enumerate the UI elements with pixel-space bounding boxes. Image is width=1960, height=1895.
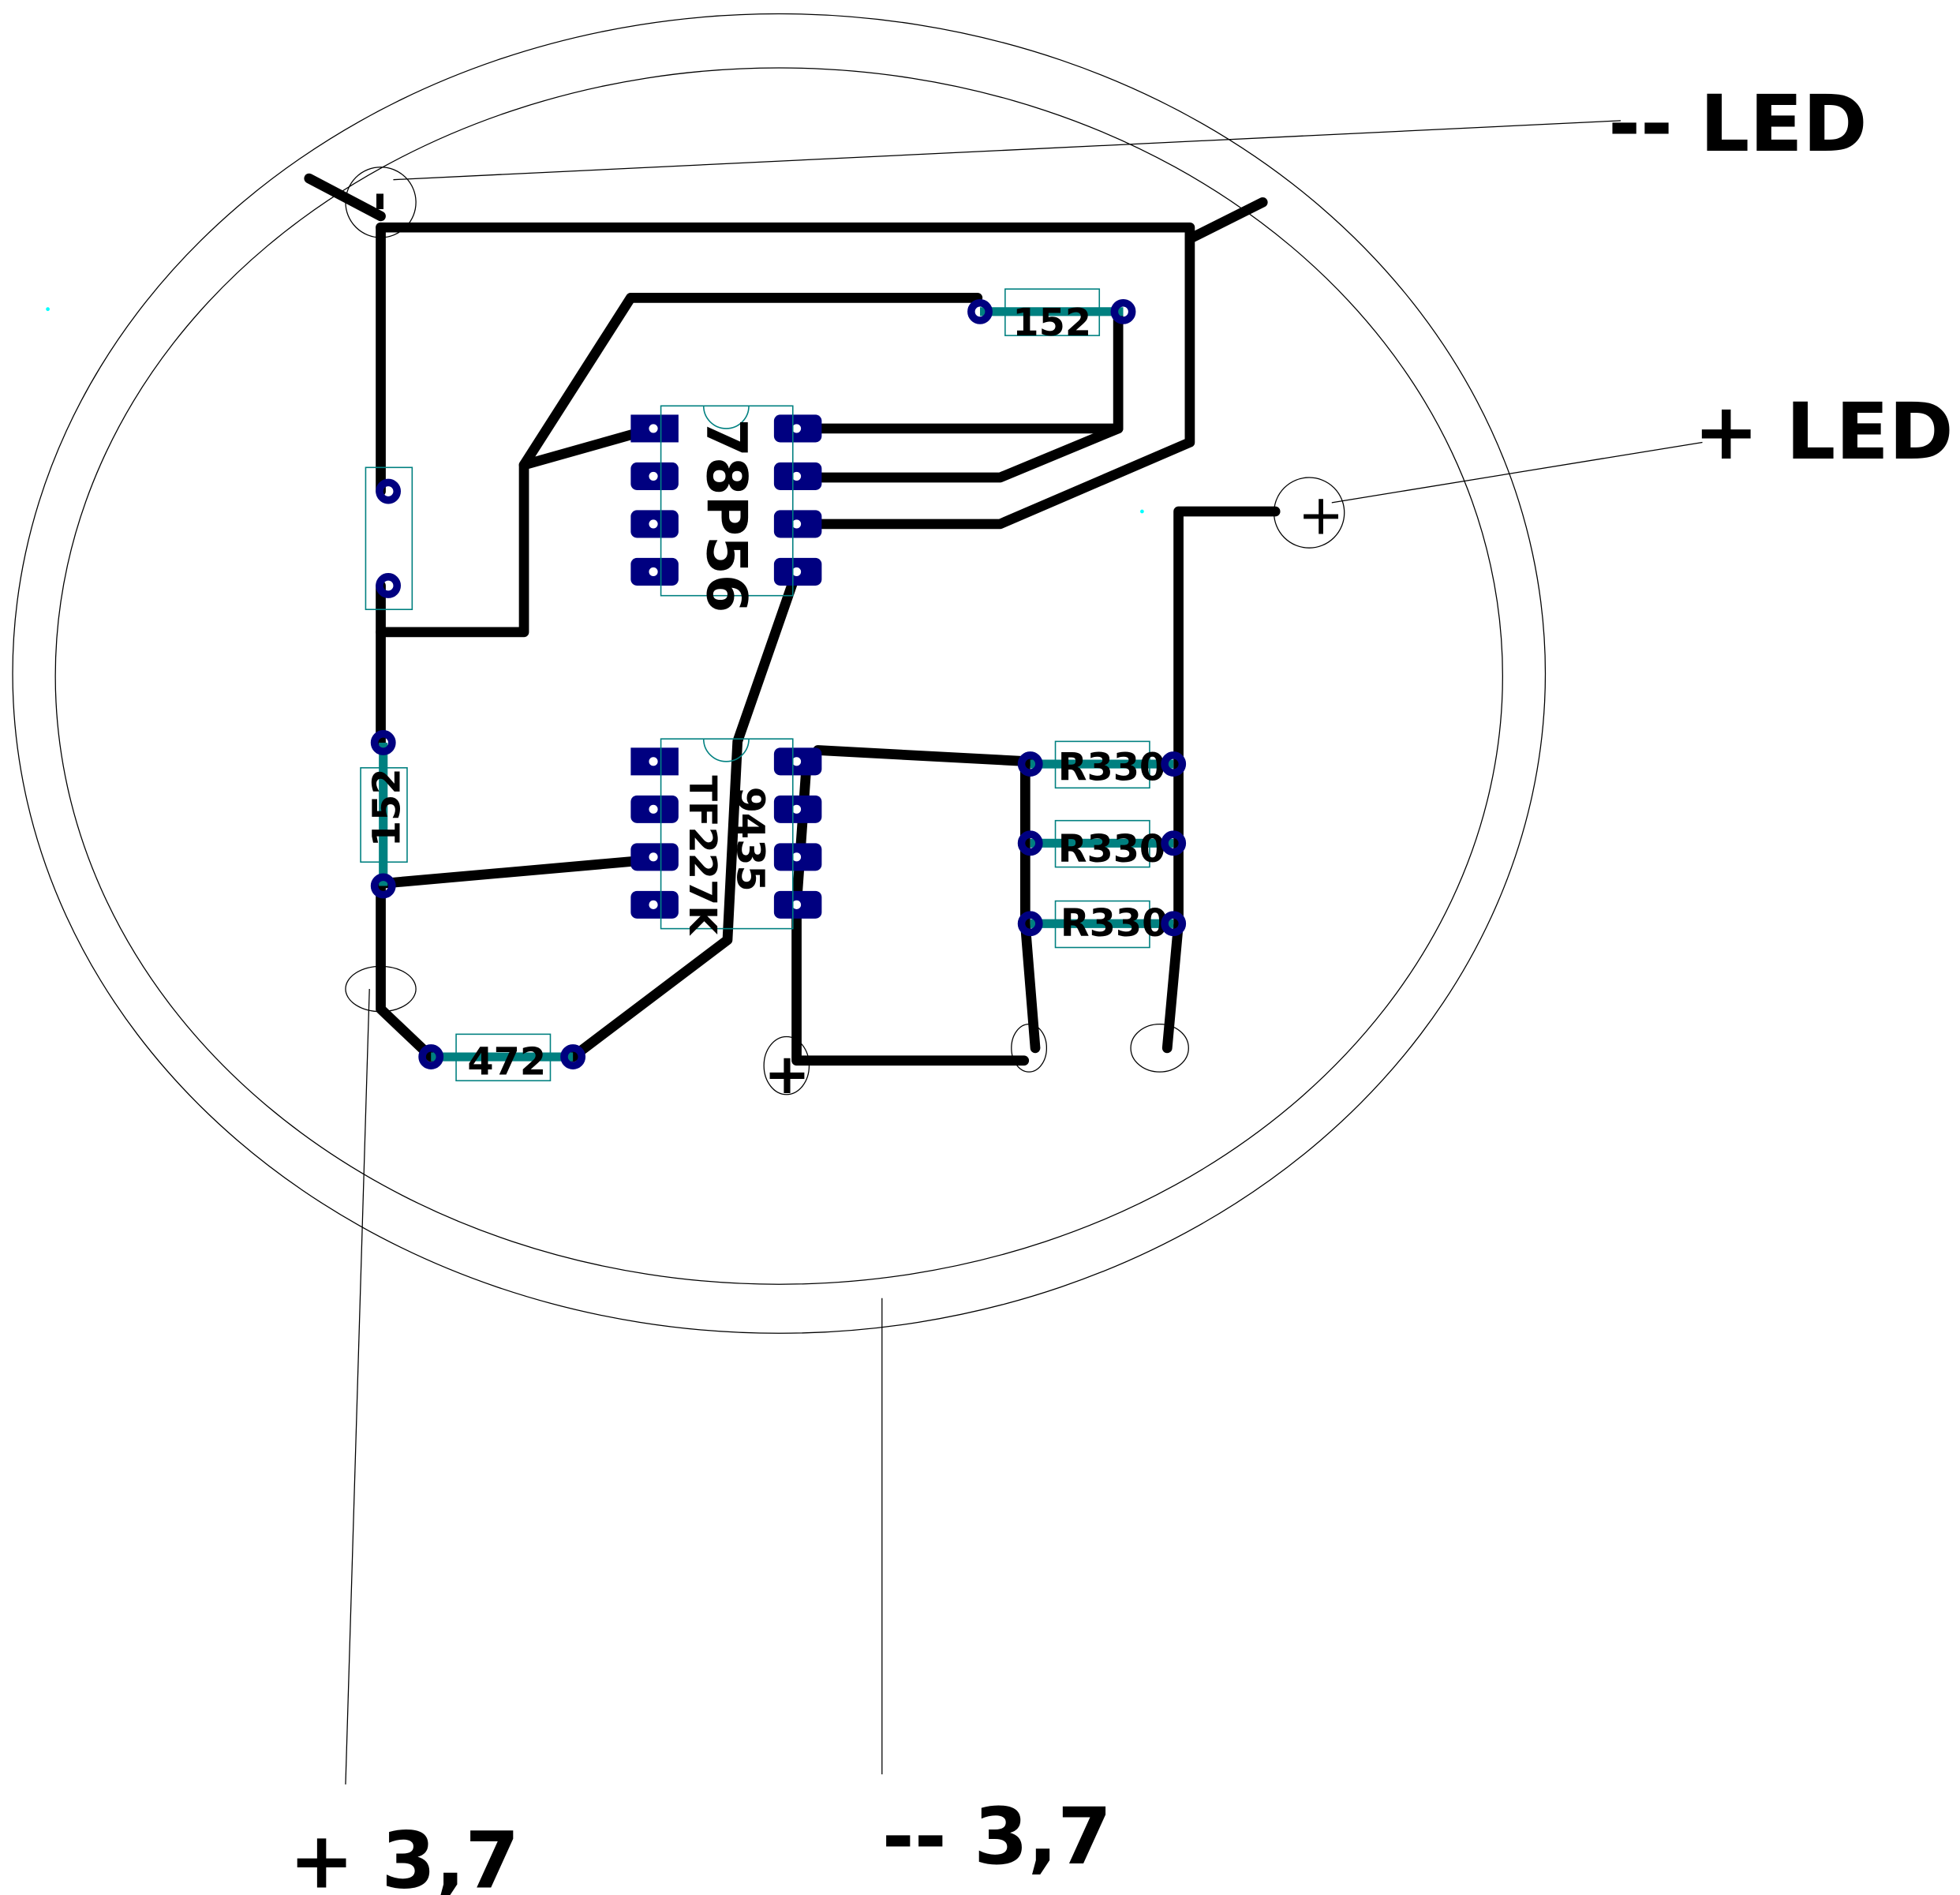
led-minus-label: -- LED — [1608, 79, 1868, 170]
component-left-unlabeled — [365, 466, 413, 611]
ic-9435: 9435 TF227K — [630, 738, 822, 936]
led-minus-mark: - — [353, 191, 411, 212]
resistor-bottom-472: 472 — [418, 1033, 586, 1084]
r330-3-label: R330 — [1060, 902, 1168, 946]
r330-1-label: R330 — [1058, 747, 1165, 790]
led-plus-label: + LED — [1693, 387, 1953, 477]
resistor-r330-1: R330 — [1017, 740, 1187, 790]
battery-plus-mark: + — [764, 1042, 810, 1107]
ic2-label-line1: 9435 — [728, 787, 772, 892]
cyan-marker — [1140, 509, 1144, 514]
resistor-left-152: 152 — [360, 730, 409, 899]
r330-2-label: R330 — [1058, 828, 1165, 871]
board-outer-outline — [12, 13, 1547, 1334]
resistor-left-label: 152 — [365, 768, 409, 847]
ic-78p56: 78P56 — [630, 405, 822, 612]
battery-minus-label: -- 3,7 — [882, 1792, 1112, 1882]
led-plus-mark: + — [1298, 483, 1345, 548]
resistor-r330-3: R330 — [1017, 900, 1187, 949]
leader-lines — [345, 120, 1703, 1785]
ic1-label: 78P56 — [694, 418, 758, 612]
board-inner-outline — [54, 67, 1503, 1285]
resistor-bottom-label: 472 — [467, 1040, 546, 1084]
resistor-top-label: 152 — [1012, 301, 1091, 345]
battery-plus-label: + 3,7 — [289, 1815, 519, 1895]
resistor-top-152: 152 — [967, 288, 1136, 345]
ic2-label-line2: TF227K — [680, 775, 724, 936]
cyan-marker — [46, 307, 50, 312]
resistor-r330-2: R330 — [1017, 819, 1187, 871]
traces — [304, 173, 1281, 1066]
